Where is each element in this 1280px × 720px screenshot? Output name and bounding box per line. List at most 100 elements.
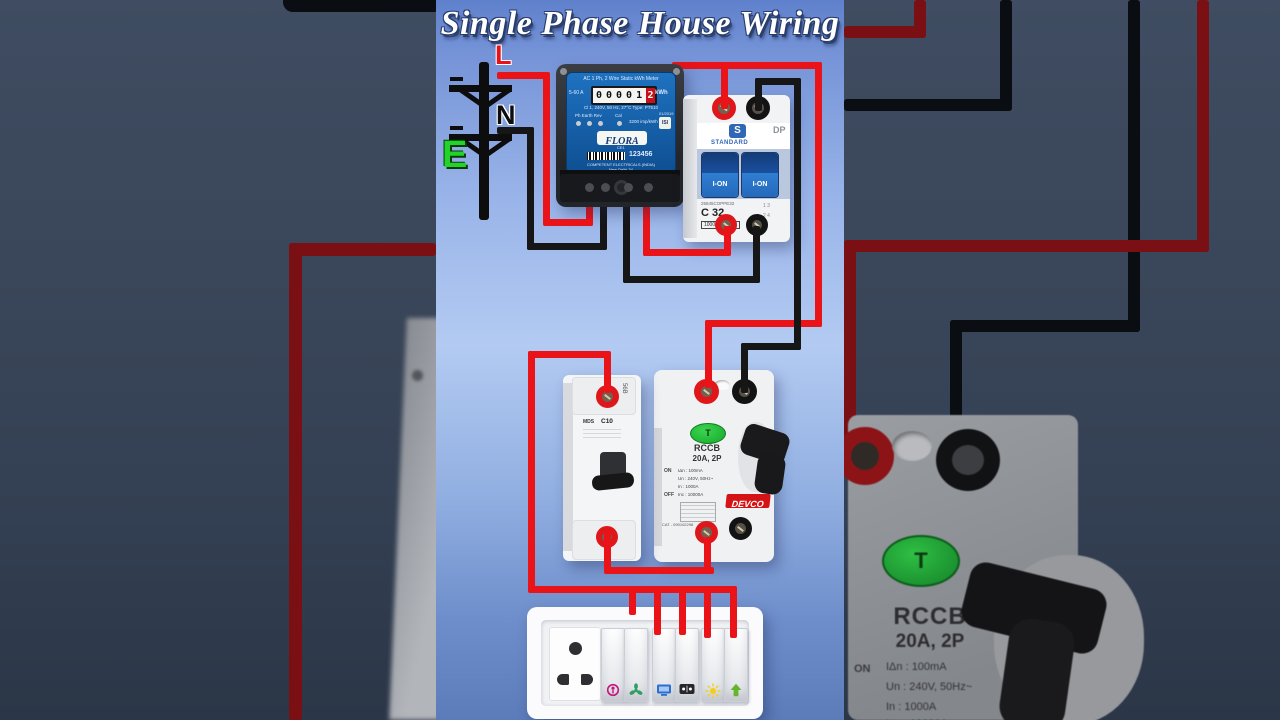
- background-neutral-wire-a2: [1000, 0, 1012, 111]
- wire-live-drop-2: [654, 586, 661, 635]
- dp-mcb-brand: STANDARD: [711, 140, 749, 146]
- background-live-wire-b2: [848, 240, 1209, 252]
- background-rccb-spec4: Inc : 10000A: [886, 718, 948, 720]
- dp-mcb-model-code: 25845COPPE32: [701, 201, 735, 206]
- meter-terminal-2: [601, 183, 610, 192]
- socket-left-hole: [557, 674, 569, 685]
- wire-live-dpmcb-top-out: [721, 64, 728, 109]
- socket-icon: [679, 684, 695, 694]
- meter-terminal-lip: [560, 170, 680, 176]
- background-rccb-live-terminal: [844, 427, 894, 485]
- dp-mcb-brand-row: S STANDARD DP: [697, 123, 790, 152]
- background-neutral-wire-b: [1128, 0, 1140, 332]
- wire-live-to-meter: [543, 219, 593, 226]
- meter-led-cal: [617, 121, 622, 126]
- tv-icon: [657, 684, 671, 696]
- rccb-schematic: [680, 502, 716, 522]
- background-neutral-wire-a: [844, 99, 1012, 111]
- background-live-wire-a2: [844, 26, 926, 38]
- wire-neutral-rccb-top-in: [741, 343, 748, 393]
- meter-led-ph: [576, 121, 581, 126]
- dp-mcb-toggle-1: I-ON: [701, 152, 739, 198]
- dp-mcb-toggle-2: I-ON: [741, 152, 779, 198]
- background-neutral-wire-b3: [950, 320, 962, 442]
- dp-mcb-pole-label: DP: [773, 125, 786, 135]
- wire-live-spmcb-top: [604, 353, 611, 393]
- pole-insulator-top: [450, 77, 463, 81]
- switch-regulator: [724, 628, 748, 702]
- wire-neutral-meter-t2: [600, 196, 607, 250]
- meter-brand-sub: CE1: [617, 145, 625, 150]
- pole-insulator-bottom: [450, 126, 463, 130]
- sp-mcb-brand: MDS: [583, 419, 595, 425]
- dp-mcb: S STANDARD DP I-ON I-ON 25845COPPE32 C 3…: [683, 95, 790, 242]
- sp-mcb-toggle: [591, 471, 635, 492]
- rccb-spec2: Un : 240V, 50Hz~: [678, 476, 714, 481]
- meter-company: COMPETENT ELECTRICALS (INDIA): [587, 162, 655, 167]
- socket-right-hole: [581, 674, 593, 685]
- rccb: T RCCB 20A, 2P ON OFF IΔn : 100mA Un : 2…: [654, 370, 792, 562]
- rccb-din-edge: [654, 428, 662, 546]
- dp-mcb-logo: S: [729, 124, 746, 138]
- dp-mcb-toggle-1-top: [702, 153, 738, 173]
- wire-live-bus-vertical: [528, 351, 535, 591]
- dp-mcb-din-edge: [683, 99, 697, 238]
- pole-mast: [479, 62, 489, 220]
- meter-led-rev: [598, 121, 603, 126]
- neutral-label: N: [496, 100, 516, 130]
- bulb-icon: [705, 683, 721, 699]
- rccb-brand: DEVCO: [731, 499, 765, 509]
- sp-mcb-side-code: 56B: [621, 383, 627, 394]
- switch-fan: [624, 628, 648, 702]
- energy-meter: AC 1 Ph, 2 Wire Static kWh Meter 5-60 A …: [556, 64, 684, 207]
- rccb-bottom-neutral-terminal: [729, 517, 752, 540]
- indicator-icon: [606, 683, 620, 697]
- wire-live-dpmcb-to-rccb-vertical: [815, 62, 822, 327]
- background-rccb-neutral-terminal: [936, 429, 1000, 491]
- meter-face: AC 1 Ph, 2 Wire Static kWh Meter 5-60 A …: [566, 72, 676, 174]
- socket-earth-hole: [569, 642, 582, 655]
- rccb-top-oval: [714, 380, 730, 391]
- dp-mcb-toggle-2-label: I-ON: [742, 173, 778, 197]
- wire-live-meter-to-dpmcb-top: [672, 62, 822, 69]
- rccb-off-label: OFF: [664, 492, 674, 498]
- switch-board: [527, 607, 763, 719]
- background-rccb-photo: T RCCB 20A, 2P ON IΔn : 100mA Un : 240V,…: [844, 405, 1144, 720]
- wire-live-drop-1: [629, 586, 636, 615]
- sp-mcb-label-lines: [583, 427, 621, 441]
- switch-socket-module: [675, 628, 699, 702]
- rccb-type: RCCB: [694, 443, 720, 453]
- rccb-test-button: T: [690, 423, 726, 444]
- isi-mark: ISI: [659, 117, 671, 129]
- sp-mcb-rating: C10: [601, 418, 613, 425]
- meter-register-display: 00001 2: [591, 86, 657, 105]
- background-rccb-on: ON: [854, 663, 871, 675]
- wire-live-meter-to-dpmcb: [643, 249, 731, 256]
- meter-spec-line: Cl 1, 240V, 50 Hz, 27°C Type: PT510: [583, 105, 659, 110]
- meter-brand-box: FLORA: [597, 131, 647, 147]
- wire-neutral-meter-t3: [623, 196, 630, 283]
- dp-mcb-terminal-marks-top: 1 3: [763, 203, 770, 209]
- meter-amp-rating: 5-60 A: [569, 90, 584, 96]
- rccb-on-label: ON: [664, 468, 672, 474]
- rccb-spec3: In : 1000A: [678, 484, 699, 489]
- wire-live-dpmcb-to-rccb-horizontal: [705, 320, 822, 327]
- meter-top-line: AC 1 Ph, 2 Wire Static kWh Meter: [583, 76, 659, 82]
- background-rccb-test-button: T: [882, 535, 960, 587]
- background-live-wire-b: [1197, 0, 1209, 252]
- meter-barcode: [587, 152, 625, 160]
- wire-live-drop-5: [730, 586, 737, 638]
- meter-terminal-block: [560, 174, 680, 202]
- wire-live-pole: [497, 72, 549, 79]
- wire-neutral-meter-to-dpmcb: [623, 276, 760, 283]
- dp-mcb-terminal-marks-bottom: 2 4: [763, 213, 770, 219]
- wire-live-rccb-bottom-out: [704, 537, 711, 574]
- rccb-rating: 20A, 2P: [692, 454, 722, 463]
- meter-last-digit: 2: [646, 88, 655, 103]
- sp-mcb: 56B MDS C10: [563, 375, 641, 561]
- meter-screw-left: [560, 68, 567, 75]
- switch-light: [701, 628, 725, 702]
- page-title: Single Phase House Wiring: [440, 5, 840, 42]
- wire-live-spmcb-to-bus-top: [528, 351, 611, 358]
